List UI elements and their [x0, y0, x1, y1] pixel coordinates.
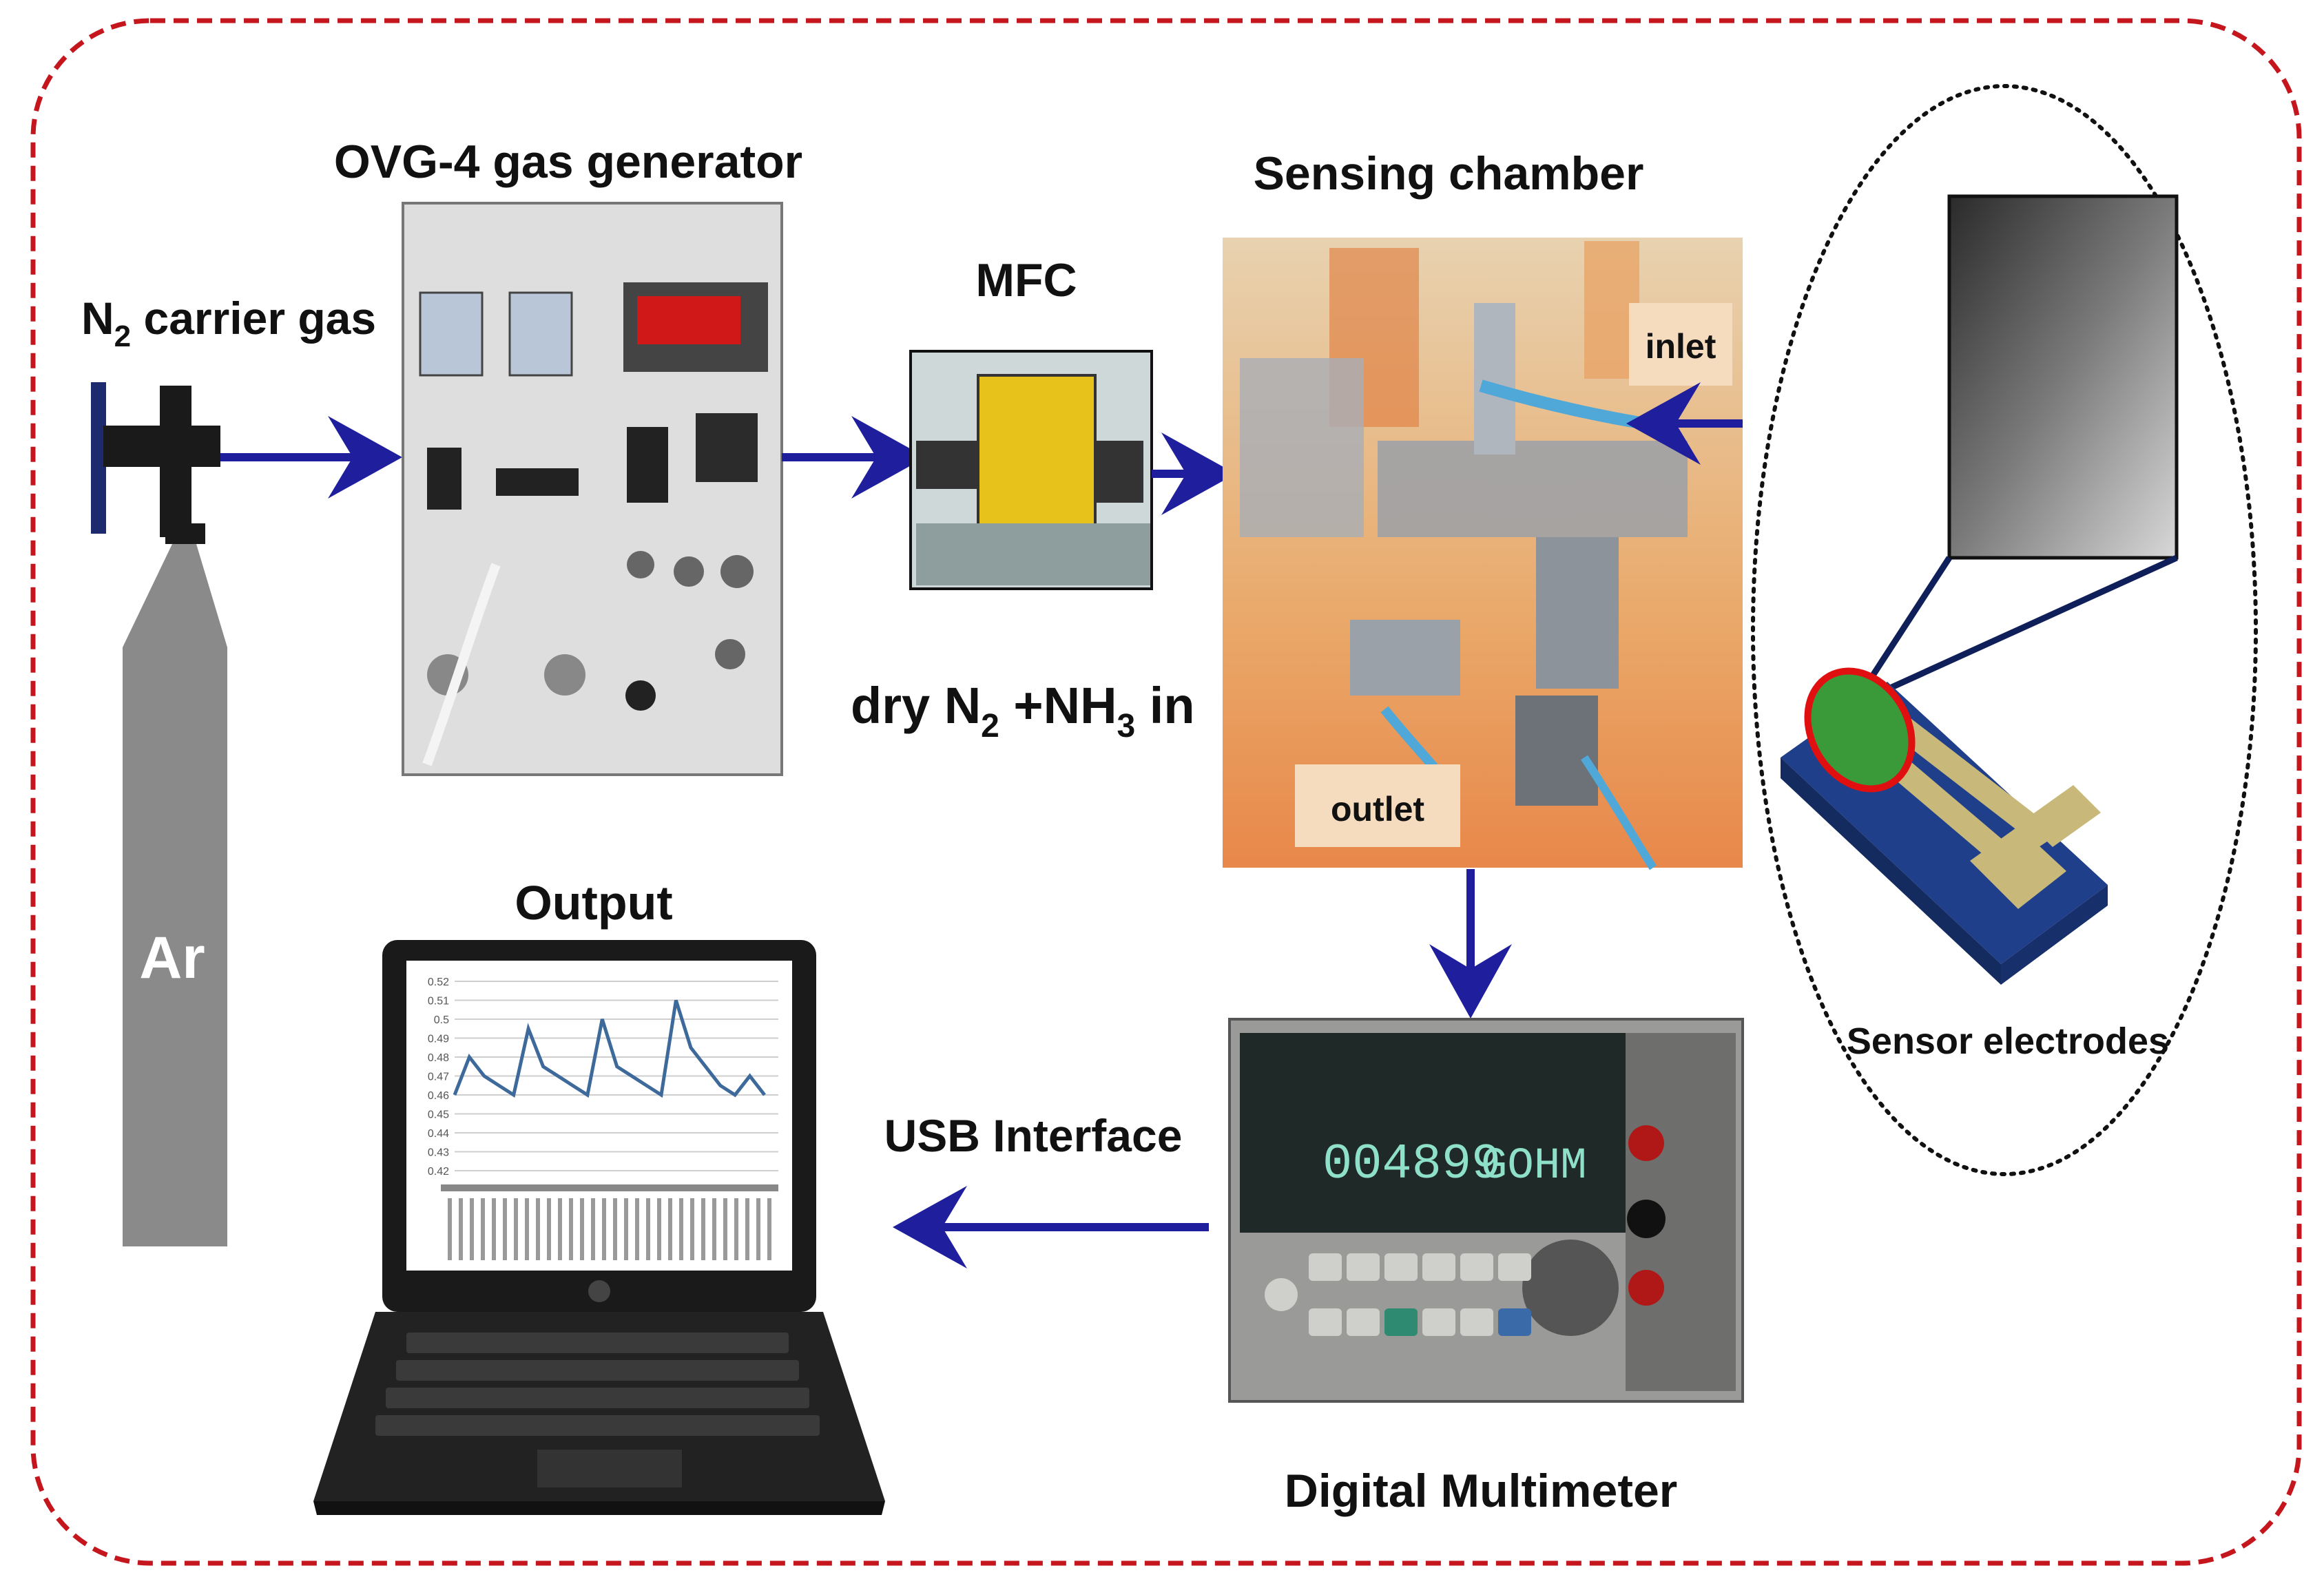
laptop-chart-tick-label: 0.51 [428, 996, 449, 1007]
sensor-electrode-device [1781, 667, 2108, 985]
laptop-chart-xtick [679, 1198, 683, 1260]
sensor-zoom-ellipse [1751, 84, 2258, 1176]
laptop-touchpad [537, 1450, 682, 1487]
laptop-chart-xtick [646, 1198, 650, 1260]
laptop-chart-xtick [624, 1198, 628, 1260]
laptop-chart-xtick [558, 1198, 562, 1260]
laptop-chart-xtick [602, 1198, 606, 1260]
laptop-chart-xtick [547, 1198, 551, 1260]
inlet-tag [1629, 303, 1732, 386]
laptop-chart-xtick [591, 1198, 595, 1260]
laptop-chart-xtick [657, 1198, 661, 1260]
laptop-chart-xtick [668, 1198, 672, 1260]
laptop-chart-xtick [745, 1198, 749, 1260]
laptop-chart-xtick [580, 1198, 584, 1260]
laptop-chart-xtick [492, 1198, 496, 1260]
multimeter-photo: 004899 GOHM [1228, 1018, 1744, 1403]
laptop-chart-tick-label: 0.49 [428, 1034, 449, 1045]
laptop-chart-tick-label: 0.45 [428, 1109, 449, 1121]
outlet-tag [1295, 764, 1460, 847]
zoom-line-left [1857, 556, 1952, 698]
laptop-chart-xtick [569, 1198, 573, 1260]
laptop-chart-tick-label: 0.5 [434, 1014, 449, 1026]
laptop-chart-xtick [514, 1198, 518, 1260]
gas-generator-photo [402, 202, 783, 776]
gas-cylinder: Ar [91, 382, 227, 1246]
meter-unit: GOHM [1481, 1142, 1587, 1191]
laptop-chart-xtick [536, 1198, 540, 1260]
laptop-chart-tick-label: 0.44 [428, 1128, 449, 1140]
laptop-chart-tick-label: 0.46 [428, 1090, 449, 1102]
laptop-chart-xtick [503, 1198, 507, 1260]
generator-label: OVG-4 gas generator [334, 136, 802, 188]
laptop-chart-tick-label: 0.52 [428, 976, 449, 988]
carrier-gas-label: N2 carrier gas [81, 293, 376, 353]
laptop-chart-xtick [767, 1198, 771, 1260]
mfc-label: MFC [975, 254, 1077, 306]
outer-frame [30, 18, 2302, 1566]
usb-label: USB Interface [884, 1110, 1183, 1161]
output-label: Output [515, 876, 672, 930]
laptop-chart-tick-label: 0.47 [428, 1072, 449, 1083]
laptop-chart-tick-label: 0.42 [428, 1166, 449, 1178]
laptop-chart-xtick [459, 1198, 463, 1260]
cylinder-label: Ar [139, 925, 205, 991]
laptop-chart-trace [453, 999, 766, 1098]
inlet-label: inlet [1646, 327, 1716, 366]
laptop-chart-xtick [525, 1198, 529, 1260]
laptop-chart-xtick [712, 1198, 716, 1260]
laptop-chart-xtick [470, 1198, 474, 1260]
sensor-label: Sensor electrodes [1847, 1021, 2169, 1062]
laptop-chart-xtick [701, 1198, 705, 1260]
laptop-chart-tick-label: 0.43 [428, 1147, 449, 1159]
laptop-chart-tick-label: 0.48 [428, 1052, 449, 1064]
multimeter-label: Digital Multimeter [1285, 1465, 1678, 1517]
laptop-chart-xtick [690, 1198, 694, 1260]
laptop-chart-xtick [756, 1198, 760, 1260]
laptop-chart-xtick [613, 1198, 617, 1260]
laptop-chart-axis-bar [441, 1184, 778, 1191]
laptop-chart-xtick [481, 1198, 485, 1260]
mfc-photo [909, 350, 1153, 590]
laptop-chart-xtick [723, 1198, 727, 1260]
chamber-label: Sensing chamber [1254, 147, 1644, 200]
flow-label: dry N2 +NH3 in [851, 677, 1195, 744]
laptop-keyboard [375, 1333, 820, 1436]
sem-image [1947, 194, 2179, 560]
laptop-chart-xtick [635, 1198, 639, 1260]
zoom-line-right [1872, 554, 2178, 699]
laptop-chart-xtick [734, 1198, 738, 1260]
outlet-label: outlet [1331, 790, 1424, 828]
laptop-chart: 0.52 0.51 0.5 0.49 0.48 0.47 0.46 0.45 0.44 0.43 0… [428, 976, 778, 1260]
laptop [313, 940, 885, 1515]
meter-reading: 004899 [1322, 1136, 1501, 1193]
laptop-chart-xtick [448, 1198, 452, 1260]
